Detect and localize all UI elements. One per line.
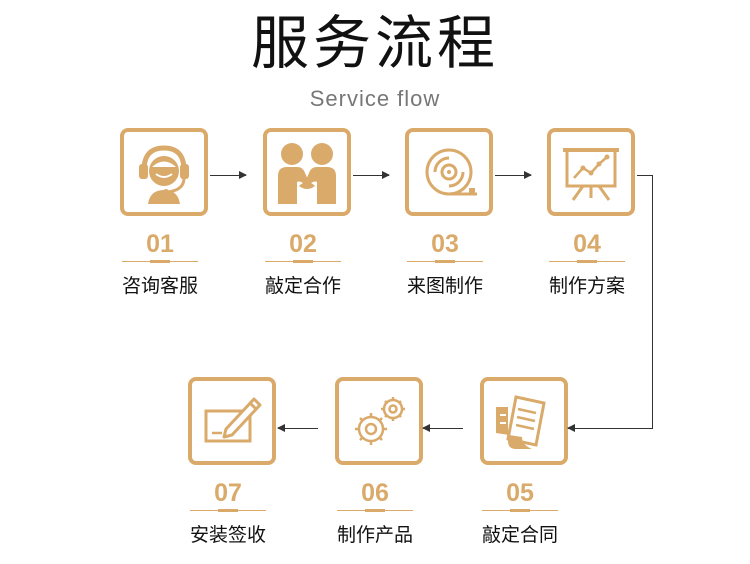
- contract-document-icon: [496, 395, 546, 449]
- step-icon-box: [120, 128, 208, 216]
- number-underline-accent: [150, 260, 170, 263]
- disc-roll-icon: [425, 148, 477, 196]
- step-label: 制作产品: [336, 524, 413, 546]
- step-label: 来图制作: [406, 275, 483, 297]
- flow-arrow-1-2: [210, 171, 247, 179]
- step-number: 06: [361, 479, 389, 507]
- number-underline-accent: [218, 509, 238, 512]
- step-number: 04: [573, 230, 601, 258]
- handshake-people-icon: [278, 143, 336, 204]
- step-number: 05: [506, 479, 534, 507]
- number-underline-accent: [435, 260, 455, 263]
- step-icon-box: [335, 377, 423, 465]
- step-label: 咨询客服: [121, 275, 198, 297]
- connector-top: [637, 175, 653, 176]
- step-icon-box: [188, 377, 276, 465]
- step-icon-box: [405, 128, 493, 216]
- sign-pen-icon: [204, 397, 262, 443]
- step-number: 07: [214, 479, 242, 507]
- number-underline-accent: [293, 260, 313, 263]
- step-icon-box: [547, 128, 635, 216]
- number-underline-accent: [365, 509, 385, 512]
- flow-arrow-3-4: [495, 171, 532, 179]
- page-subtitle: Service flow: [309, 86, 441, 111]
- number-underline-accent: [510, 509, 530, 512]
- flow-arrow-5-6: [422, 424, 463, 432]
- step-icon-box: [263, 128, 351, 216]
- step-label: 安装签收: [189, 524, 266, 546]
- gears-icon: [355, 397, 405, 445]
- connector-vertical: [652, 175, 653, 428]
- page-title: 服务流程: [250, 9, 499, 77]
- headset-agent-icon: [139, 145, 189, 204]
- step-number: 01: [146, 230, 174, 258]
- step-icon-box: [480, 377, 568, 465]
- step-number: 02: [289, 230, 317, 258]
- step-label: 制作方案: [548, 275, 625, 297]
- flow-arrow-4-5: [567, 424, 653, 432]
- presentation-chart-icon: [563, 148, 619, 201]
- flow-arrow-2-3: [353, 171, 390, 179]
- number-underline-accent: [577, 260, 597, 263]
- step-number: 03: [431, 230, 459, 258]
- step-label: 敲定合作: [264, 275, 341, 297]
- step-label: 敲定合同: [481, 524, 558, 546]
- flow-arrow-6-7: [277, 424, 318, 432]
